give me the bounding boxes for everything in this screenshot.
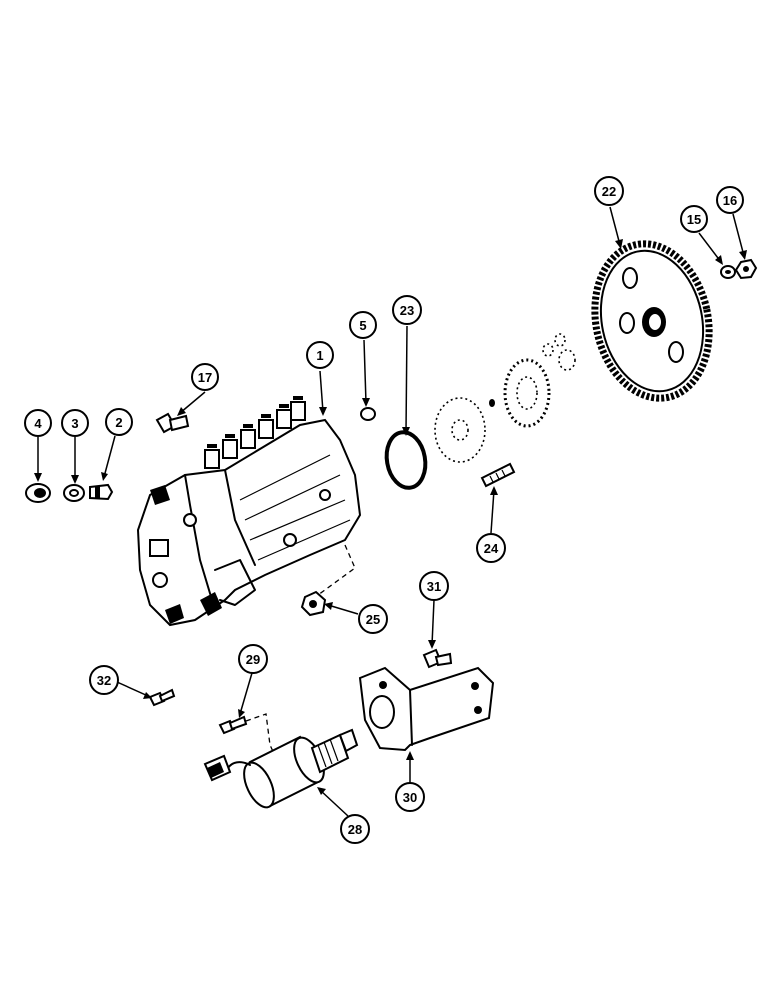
callout-5: 5	[349, 311, 377, 339]
callout-label: 5	[359, 318, 366, 333]
part-28-solenoid	[203, 728, 359, 809]
part-17-bolt	[155, 412, 190, 434]
phantom-hub-assembly	[434, 333, 576, 463]
callout-label: 23	[400, 303, 414, 318]
callout-16: 16	[716, 186, 744, 214]
part-29-screw	[218, 713, 277, 759]
callout-label: 3	[71, 416, 78, 431]
injection-pump	[136, 396, 362, 627]
delivery-valves	[204, 396, 306, 469]
callout-label: 22	[602, 184, 616, 199]
callout-label: 31	[427, 579, 441, 594]
callout-15: 15	[680, 205, 708, 233]
callout-2: 2	[105, 408, 133, 436]
part-15-washer	[720, 265, 736, 279]
part-16-nut	[734, 258, 758, 280]
part-4-fitting	[25, 483, 51, 503]
callout-31: 31	[419, 571, 449, 601]
part-5-o-ring	[360, 407, 376, 421]
callout-24: 24	[476, 533, 506, 563]
callout-label: 4	[34, 416, 42, 431]
callout-label: 2	[115, 415, 122, 430]
part-22-gear	[591, 240, 713, 402]
callout-label: 1	[316, 348, 323, 363]
part-25-nut	[300, 544, 356, 617]
part-30-bracket	[358, 666, 495, 752]
callout-label: 15	[687, 212, 701, 227]
callout-label: 16	[723, 193, 737, 208]
callout-17: 17	[191, 363, 219, 391]
part-3-washer	[63, 484, 85, 502]
part-32-screw	[148, 688, 176, 707]
leader-lines	[37, 206, 745, 817]
callout-4: 4	[24, 409, 52, 437]
part-24-stud	[480, 462, 516, 488]
part-2-fitting	[89, 483, 114, 501]
callout-3: 3	[61, 409, 89, 437]
part-31-bolt	[422, 648, 453, 669]
callout-23: 23	[392, 295, 422, 325]
callout-29: 29	[238, 644, 268, 674]
callout-label: 25	[366, 612, 380, 627]
callout-label: 29	[246, 652, 260, 667]
callout-25: 25	[358, 604, 388, 634]
callout-22: 22	[594, 176, 624, 206]
callout-32: 32	[89, 665, 119, 695]
callout-label: 17	[198, 370, 212, 385]
callout-label: 32	[97, 673, 111, 688]
part-23-seal-ring	[384, 430, 428, 490]
callout-label: 28	[348, 822, 362, 837]
callout-1: 1	[306, 341, 334, 369]
leader-arrowheads	[34, 239, 747, 795]
callout-30: 30	[395, 782, 425, 812]
callout-label: 24	[484, 541, 499, 556]
callout-label: 30	[403, 790, 417, 805]
callout-28: 28	[340, 814, 370, 844]
